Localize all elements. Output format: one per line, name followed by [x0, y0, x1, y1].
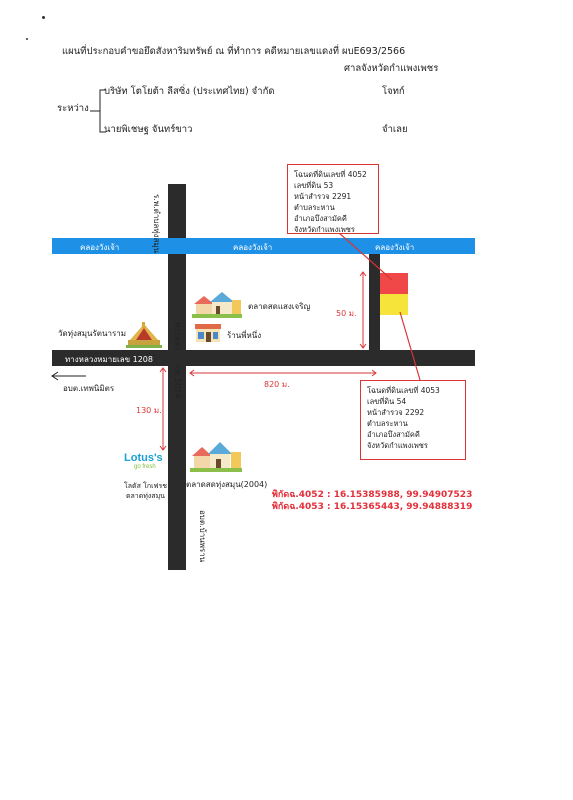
market-icon: [192, 292, 242, 318]
callout-bottom-line: จังหวัดกำแพงเพชร: [367, 441, 428, 450]
callout-bottom-line: อำเภอบึงสามัคคี: [367, 430, 420, 439]
dist-820-label: 820 ม.: [264, 380, 290, 389]
callout-top-line: ตำบลระหาน: [294, 203, 335, 212]
temple-label: วัดทุ่งสมุนรัตนาราม: [58, 329, 127, 338]
road-main-vertical: [168, 254, 186, 570]
between-label: ระหว่าง: [57, 103, 89, 114]
left-arrow-label: อบต.เทพนิมิตร: [63, 384, 115, 393]
callout-top-line: โฉนดที่ดินเลขที่ 4052: [294, 170, 367, 179]
road-horizontal-label: ทางหลวงหมายเลข 1208: [65, 355, 153, 364]
canal: [52, 238, 475, 254]
road-side-vertical: [369, 254, 380, 350]
canal-label-left: คลองวังเจ้า: [80, 243, 120, 252]
dist-130-label: 130 ม.: [136, 406, 162, 415]
shop-icon: [195, 324, 221, 342]
dist-50-label: 50 ม.: [336, 309, 357, 318]
callout-bottom-line: เลขที่ดิน 54: [367, 397, 407, 406]
callout-top-line: เลขที่ดิน 53: [294, 181, 334, 190]
road-bottom-vertical-label: อบต.บ้านพราน: [198, 510, 207, 563]
defendant-role: จำเลย: [382, 124, 408, 135]
dist-820-arrow: [189, 369, 377, 377]
market2-icon: [190, 442, 242, 472]
callout-top-line: หน้าสำรวจ 2291: [294, 192, 352, 201]
plaintiff-role: โจทก์: [382, 86, 405, 97]
parcel-4052: [380, 273, 408, 294]
dist-50-arrow: [359, 271, 367, 349]
road-top-vertical-label: ร.พ.ตำบลทุ่งสมุน: [152, 194, 161, 254]
left-arrow: [51, 371, 86, 381]
callout-bottom-line: ตำบลระหาน: [367, 419, 408, 428]
lotus-brand: Lotus's: [124, 452, 163, 464]
market2-label: ตลาดสดทุ่งสมุน(2004): [186, 480, 268, 489]
lotus-label: โลตัส โกเฟรช ตลาดทุ่งสมุน: [124, 481, 167, 501]
callout-parcel-4052: โฉนดที่ดินเลขที่ 4052 เลขที่ดิน 53 หน้าส…: [287, 164, 379, 234]
callout-top-line: อำเภอบึงสามัคคี: [294, 214, 347, 223]
lotus-label-line2: ตลาดทุ่งสมุน: [125, 492, 165, 500]
document-title: แผนที่ประกอบคำขอยึดสังหาริมทรัพย์ ณ ที่ท…: [62, 46, 406, 57]
callout-top-line: จังหวัดกำแพงเพชร: [294, 225, 355, 234]
lotus-sub: go fresh: [134, 464, 156, 470]
canal-label-center: คลองวังเจ้า: [233, 243, 273, 252]
scan-speck: [26, 38, 28, 40]
callout-bottom-line: โฉนดที่ดินเลขที่ 4053: [367, 386, 440, 395]
scan-speck: [42, 16, 45, 19]
parcel-4053: [380, 294, 408, 315]
road-top-vertical: [168, 184, 186, 238]
plaintiff-name: บริษัท โตโยต้า ลีสซิ่ง (ประเทศไทย) จำกัด: [104, 86, 275, 97]
temple-icon: [126, 322, 162, 348]
lotus-logo: Lotus's go fresh: [124, 452, 163, 470]
shop-label: ร้านพี่หนึ่ง: [227, 331, 262, 340]
dist-130-arrow: [159, 367, 167, 451]
market1-label: ตลาดสดแสงเจริญ: [248, 302, 311, 311]
road-horizontal: [52, 350, 475, 366]
party-bracket: [90, 89, 106, 133]
coordinate-4052: พิกัดฉ.4052 : 16.15385988, 99.94907523: [272, 490, 473, 500]
defendant-name: นายพิเชษฐ จันทร์ขาว: [104, 124, 193, 135]
callout-parcel-4053: โฉนดที่ดินเลขที่ 4053 เลขที่ดิน 54 หน้าส…: [360, 380, 466, 460]
court-name: ศาลจังหวัดกำแพงเพชร: [344, 63, 439, 74]
lotus-label-line1: โลตัส โกเฟรช: [124, 482, 167, 490]
coordinate-4053: พิกัดฉ.4053 : 16.15365443, 99.94888319: [272, 502, 473, 512]
canal-label-right: คลองวังเจ้า: [375, 243, 415, 252]
callout-bottom-line: หน้าสำรวจ 2292: [367, 408, 425, 417]
